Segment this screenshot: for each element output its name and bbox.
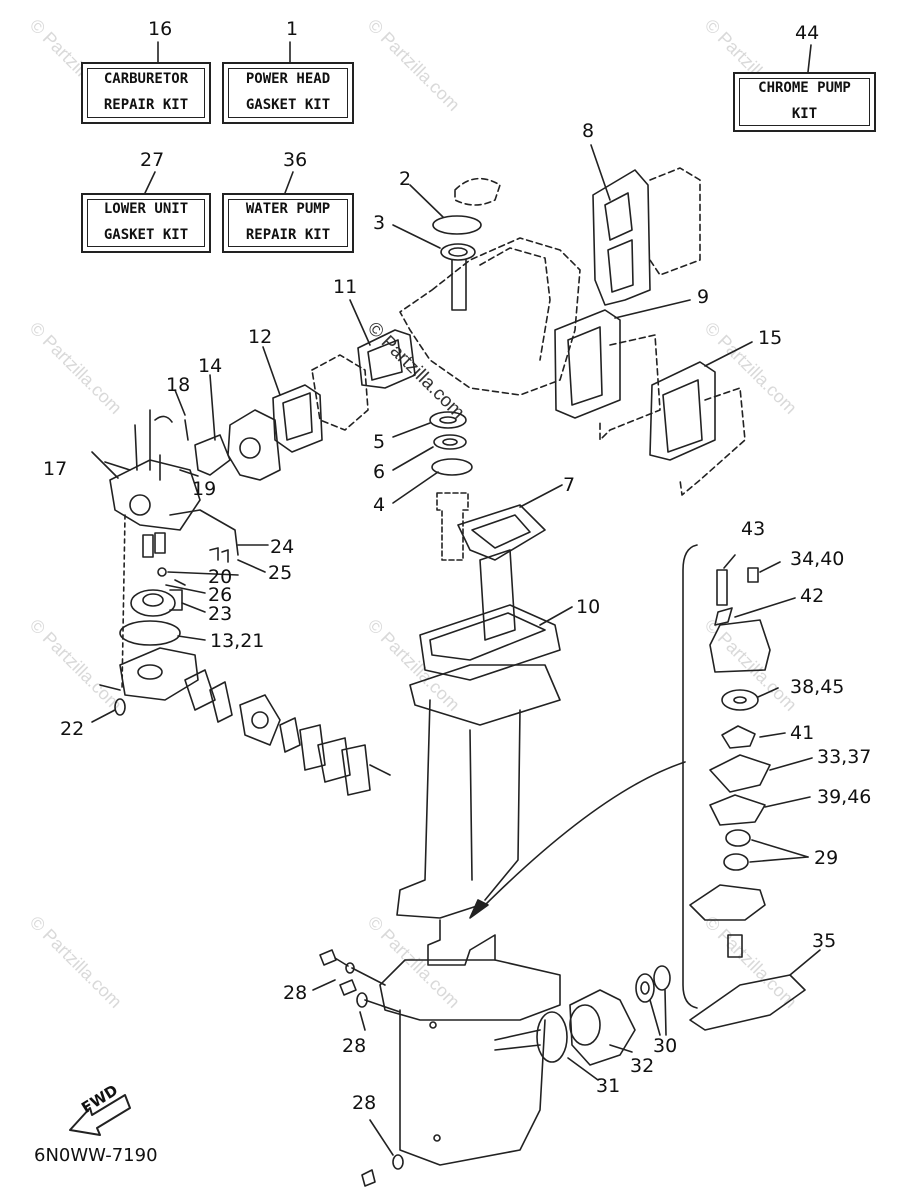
callout-28: 28 (283, 982, 308, 1004)
callout-31: 31 (596, 1075, 621, 1097)
power-head-gasket-kit: POWER HEAD GASKET KIT (222, 62, 354, 124)
callout-8: 8 (582, 120, 595, 142)
callout-41: 41 (790, 722, 815, 744)
callout-32: 32 (630, 1055, 655, 1077)
callout-19: 19 (192, 478, 217, 500)
kit-line1: POWER HEAD (245, 71, 331, 88)
callout-28: 28 (352, 1092, 377, 1114)
callout-36: 36 (283, 149, 308, 171)
callout-33-37: 33,37 (817, 746, 872, 768)
diagram-code: 6N0WW-7190 (34, 1145, 158, 1166)
callout-35: 35 (812, 930, 837, 952)
kit-line1: WATER PUMP (245, 201, 331, 218)
callout-1: 1 (286, 18, 299, 40)
callout-16: 16 (148, 18, 173, 40)
callout-9: 9 (697, 286, 710, 308)
callout-2: 2 (399, 168, 412, 190)
callout-27: 27 (140, 149, 165, 171)
kit-line2: REPAIR KIT (103, 97, 189, 113)
callout-34-40: 34,40 (790, 548, 845, 570)
kit-line2: GASKET KIT (103, 227, 189, 243)
callout-12: 12 (248, 326, 273, 348)
callout-7: 7 (563, 474, 576, 496)
water-pump-repair-kit: WATER PUMP REPAIR KIT (222, 193, 354, 253)
callout-25: 25 (268, 562, 293, 584)
callout-5: 5 (373, 431, 386, 453)
callout-17: 17 (43, 458, 68, 480)
callout-30: 30 (653, 1035, 678, 1057)
callout-39-46: 39,46 (817, 786, 872, 808)
callout-42: 42 (800, 585, 825, 607)
lower-unit-gasket-kit: LOWER UNIT GASKET KIT (81, 193, 211, 253)
kit-line2: GASKET KIT (245, 97, 331, 113)
callout-26: 26 (208, 584, 233, 606)
callout-14: 14 (198, 355, 223, 377)
callout-6: 6 (373, 461, 386, 483)
callout-23: 23 (208, 603, 233, 625)
kit-line2: KIT (791, 106, 818, 122)
callout-18: 18 (166, 374, 191, 396)
callout-44: 44 (795, 22, 820, 44)
kit-line2: REPAIR KIT (245, 227, 331, 243)
callout-4: 4 (373, 494, 386, 516)
callout-20: 20 (208, 566, 233, 588)
chrome-pump-kit: CHROME PUMP KIT (733, 72, 876, 132)
callout-13-21: 13,21 (210, 630, 265, 652)
callout-43: 43 (741, 518, 766, 540)
kit-line1: CHROME PUMP (758, 80, 851, 97)
callout-24: 24 (270, 536, 295, 558)
kit-line1: CARBURETOR (103, 71, 189, 88)
carburetor-repair-kit: CARBURETOR REPAIR KIT (81, 62, 211, 124)
callout-10: 10 (576, 596, 601, 618)
callout-28: 28 (342, 1035, 367, 1057)
callout-3: 3 (373, 212, 386, 234)
callout-15: 15 (758, 327, 783, 349)
callout-29: 29 (814, 847, 839, 869)
callout-38-45: 38,45 (790, 676, 845, 698)
kit-line1: LOWER UNIT (103, 201, 189, 218)
callout-11: 11 (333, 276, 358, 298)
callout-22: 22 (60, 718, 85, 740)
